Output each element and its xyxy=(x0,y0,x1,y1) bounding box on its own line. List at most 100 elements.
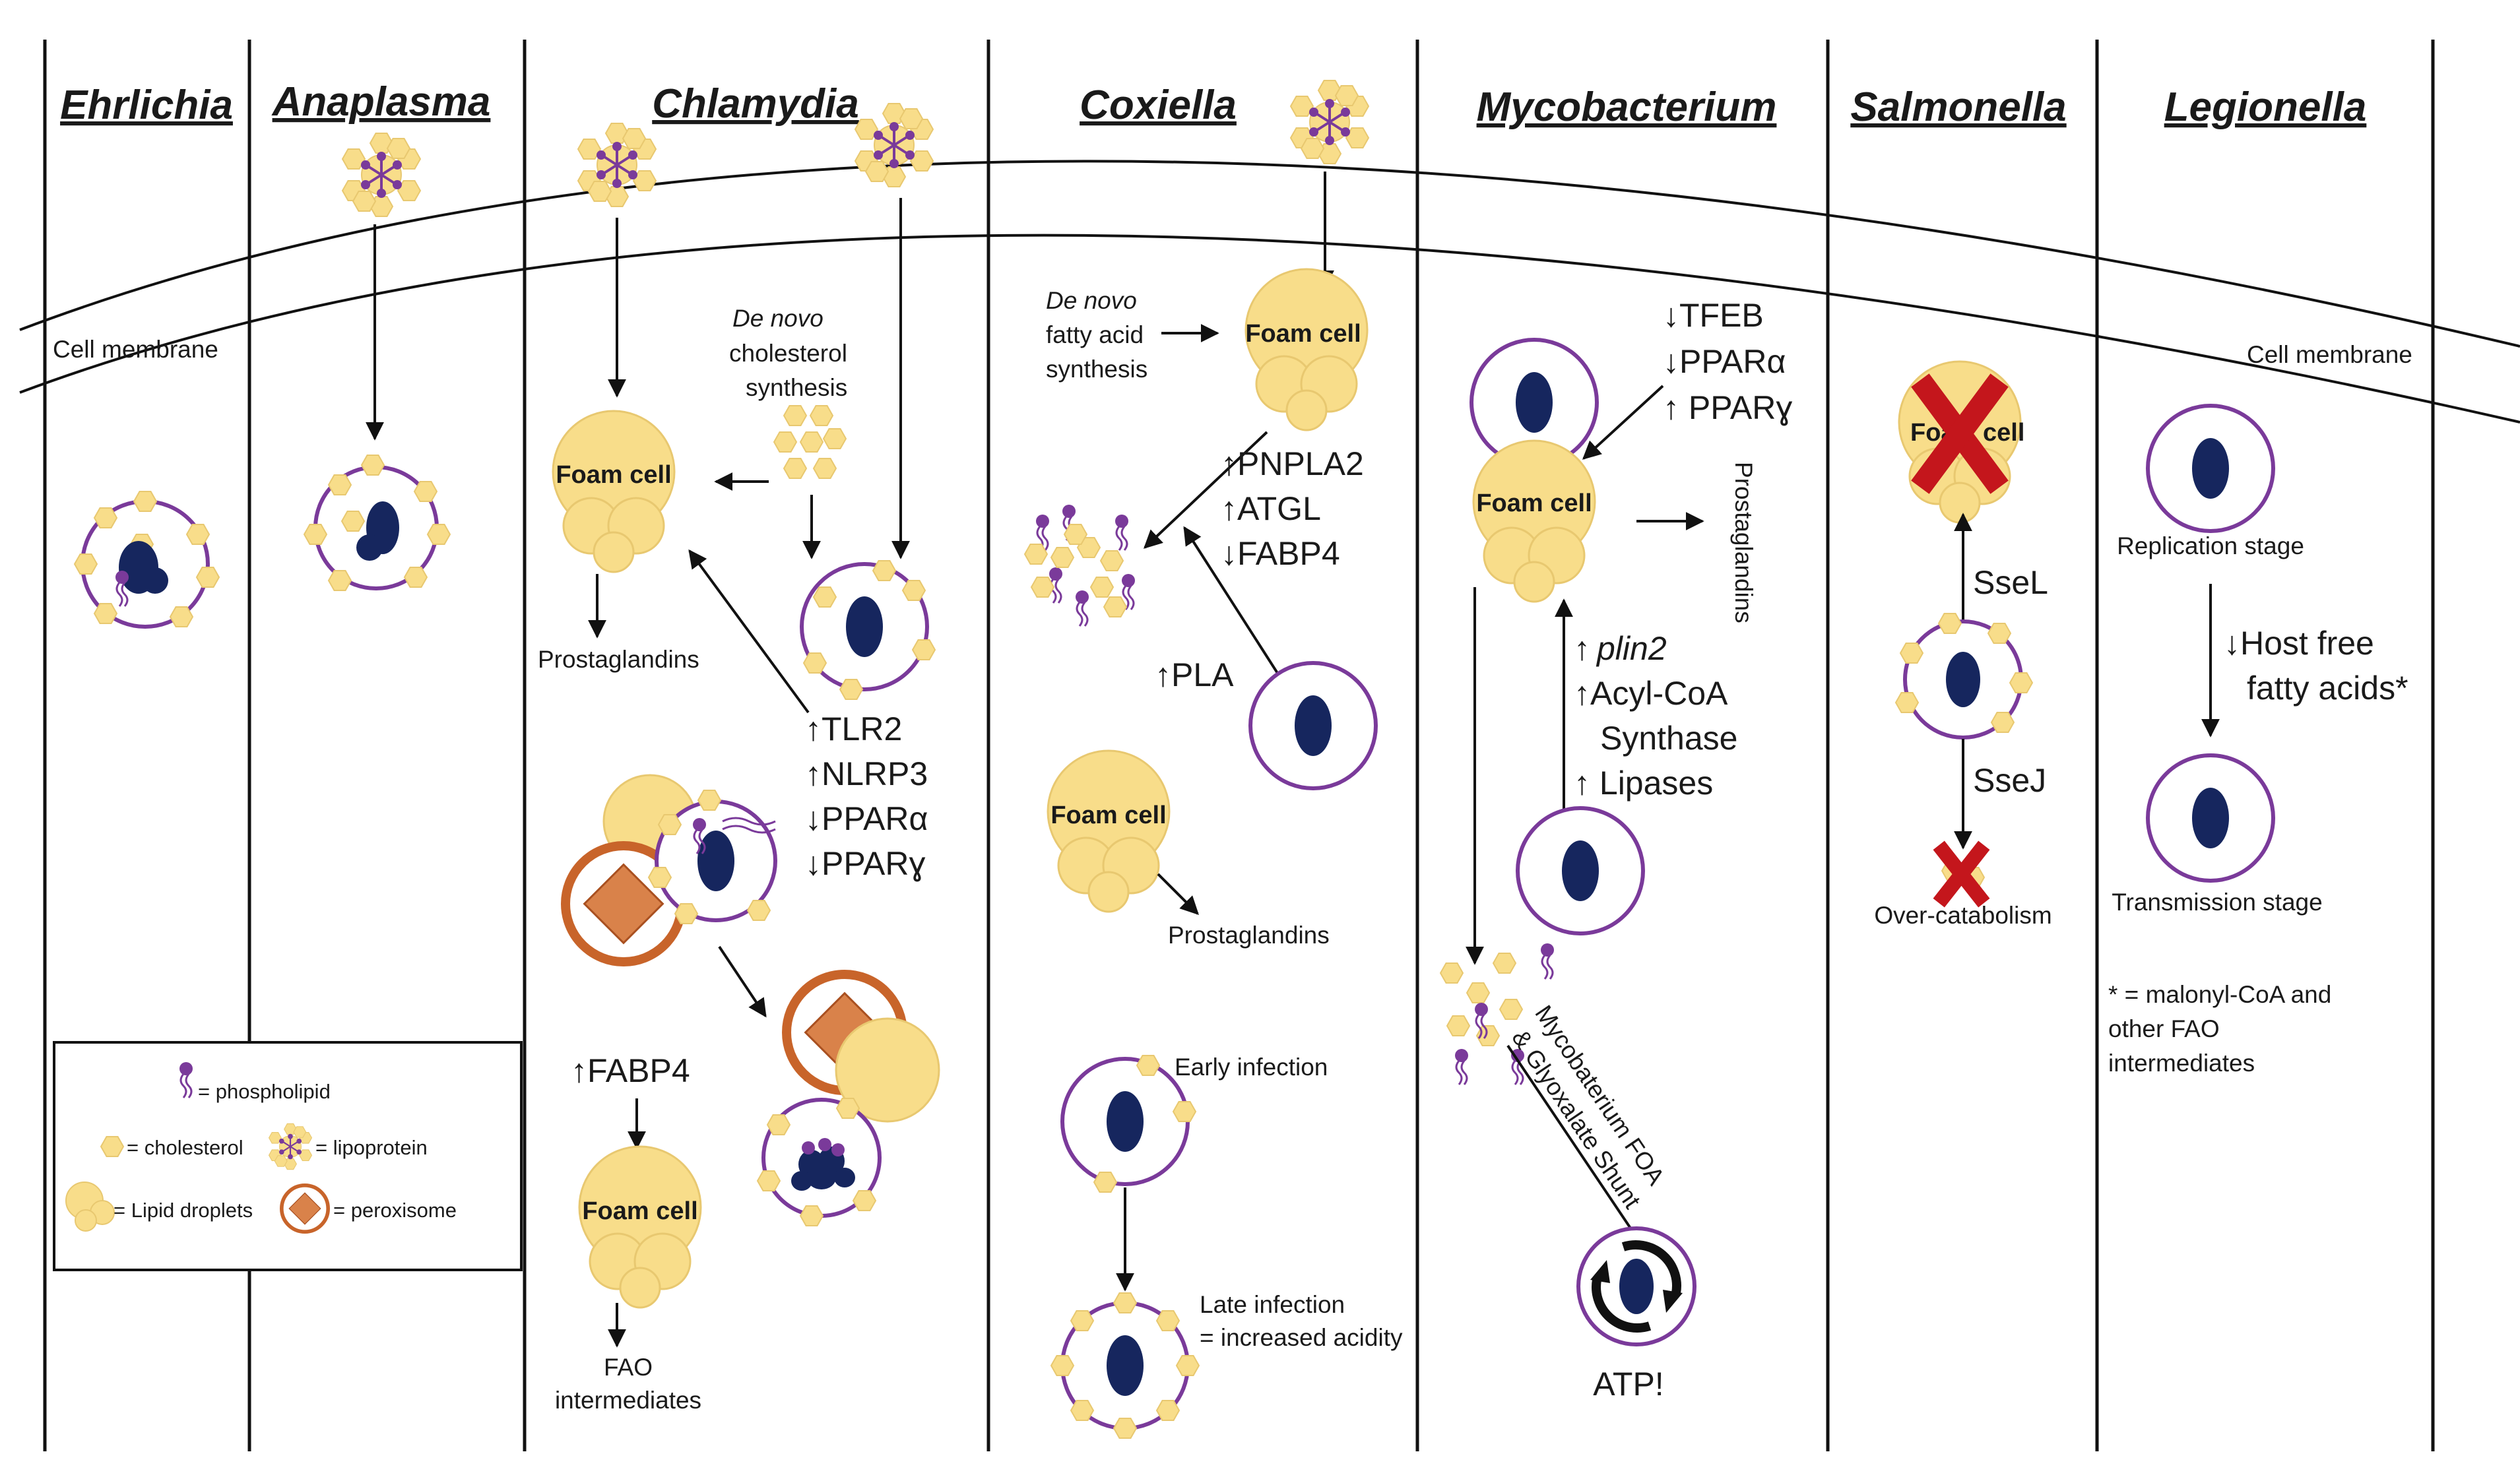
legend-cholesterol-label: = cholesterol xyxy=(127,1136,243,1159)
anaplasma-lipoprotein xyxy=(342,133,420,216)
legend-lipoprotein-label: = lipoprotein xyxy=(315,1136,428,1159)
salmonella-foam-label-b: cell xyxy=(1983,419,2024,447)
mycobacterium-atp-label: ATP! xyxy=(1593,1366,1664,1403)
coxiella-pla-label: ↑PLA xyxy=(1155,656,1234,693)
myco-marker-ppargamma: ↑ PPARɣ xyxy=(1663,389,1792,426)
coxiella-marker-atgl: ↑ATGL xyxy=(1221,490,1321,527)
chlamydia-droplet-peroxisome-group xyxy=(565,774,777,962)
mycobacterium-top-markers: ↓TFEB ↓PPARα ↑ PPARɣ xyxy=(1663,297,1792,426)
coxiella-marker-fabp4: ↓FABP4 xyxy=(1221,535,1340,572)
coxiella-marker-pnpla2: ↑PNPLA2 xyxy=(1221,445,1364,482)
coxiella-foam-to-prost-arrow xyxy=(1157,873,1199,915)
coxiella-late-label-2: = increased acidity xyxy=(1200,1324,1403,1351)
legionella-note-2: other FAO xyxy=(2108,1015,2220,1042)
legionella-transmission-vacuole xyxy=(2148,755,2273,881)
chlamydia-denovo-label: De novo xyxy=(732,305,824,332)
mycobacterium-vacuole-2 xyxy=(1518,808,1643,933)
legend-phospholipid-label: = phospholipid xyxy=(198,1080,331,1103)
legend-lipid-droplet-icon xyxy=(65,1182,115,1232)
coxiella-prostaglandins-label: Prostaglandins xyxy=(1168,922,1330,949)
chlamydia-fao-label: FAO xyxy=(604,1354,653,1381)
ehrlichia-infected-cell xyxy=(74,491,220,629)
coxiella-foam-cell-2 xyxy=(1047,749,1171,913)
mycobacterium-foam-cell xyxy=(1472,439,1596,603)
legend-peroxisome-label: = peroxisome xyxy=(333,1199,457,1222)
legend-lipid-droplets-label: = Lipid droplets xyxy=(113,1199,253,1222)
header-salmonella: Salmonella xyxy=(1850,84,2066,130)
chlamydia-lower-group xyxy=(757,974,940,1226)
myco-plin2-label: plin2 xyxy=(1596,630,1667,667)
chlamydia-marker-ppargamma: ↓PPARɣ xyxy=(805,845,926,882)
header-mycobacterium: Mycobacterium xyxy=(1477,84,1777,130)
coxiella-lipoprotein xyxy=(1291,80,1369,164)
myco-acylcoa-label: ↑Acyl-CoA xyxy=(1574,675,1728,712)
coxiella-foam-cell-2-label: Foam cell xyxy=(1050,802,1166,829)
salmonella-ssel-label: SseL xyxy=(1973,564,2048,601)
chlamydia-foam-cell-1 xyxy=(552,410,676,573)
chlamydia-vacuole-to-foam-arrow xyxy=(688,549,810,714)
chlamydia-cholesterol-cluster xyxy=(773,405,847,479)
legionella-transmission-label: Transmission stage xyxy=(2112,889,2322,916)
chlamydia-foam-cell-1-label: Foam cell xyxy=(556,461,671,489)
chlamydia-group-arrow xyxy=(718,945,767,1018)
legend-peroxisome-icon xyxy=(282,1185,328,1232)
header-coxiella: Coxiella xyxy=(1080,82,1237,128)
chlamydia-vacuole-1 xyxy=(802,560,936,700)
legend-cholesterol-icon xyxy=(100,1136,124,1157)
mycobacterium-prostaglandins-label: Prostaglandins xyxy=(1730,462,1757,623)
legionella-note-3: intermediates xyxy=(2108,1050,2255,1077)
chlamydia-synthesis-label: synthesis xyxy=(746,374,847,401)
coxiella-vacuole-1 xyxy=(1250,663,1376,788)
chlamydia-lipoprotein-1 xyxy=(578,123,656,206)
coxiella-foam-cell-1-label: Foam cell xyxy=(1245,320,1361,348)
chlamydia-markers: ↑TLR2 ↑NLRP3 ↓PPARα ↓PPARɣ xyxy=(805,710,928,882)
myco-fao-arrow xyxy=(1506,1044,1644,1249)
chlamydia-marker-pparalpha: ↓PPARα xyxy=(805,800,928,837)
mycobacterium-foam-cell-label: Foam cell xyxy=(1476,489,1592,517)
myco-synthase-label: Synthase xyxy=(1600,720,1737,757)
myco-marker-pparalpha: ↓PPARα xyxy=(1663,343,1786,380)
myco-marker-tfeb: ↓TFEB xyxy=(1663,297,1764,334)
legionella-host-label-2: fatty acids* xyxy=(2247,670,2408,707)
legionella-note-1: * = malonyl-CoA and xyxy=(2108,981,2331,1008)
legionella-replication-label: Replication stage xyxy=(2117,532,2304,559)
salmonella-x-mark-1 xyxy=(1911,373,2009,494)
coxiella-late-label-1: Late infection xyxy=(1200,1291,1345,1318)
chlamydia-marker-tlr2: ↑TLR2 xyxy=(805,710,902,747)
column-dividers xyxy=(43,40,2435,1451)
chlamydia-marker-nlrp3: ↑NLRP3 xyxy=(805,755,928,792)
coxiella-foam-cell-1 xyxy=(1244,268,1369,431)
myco-markers-arrow xyxy=(1582,385,1664,460)
legionella-host-label-1: ↓Host free xyxy=(2224,625,2374,662)
chlamydia-lipoprotein-2 xyxy=(855,104,933,187)
coxiella-denovo-label: De novo xyxy=(1046,287,1137,314)
chlamydia-foam-cell-2-label: Foam cell xyxy=(582,1197,697,1225)
salmonella-vacuole xyxy=(1895,613,2033,740)
coxiella-vacuole-to-lipids-arrow xyxy=(1183,526,1291,694)
coxiella-early-label: Early infection xyxy=(1175,1054,1328,1081)
coxiella-free-lipids xyxy=(1024,503,1136,627)
myco-plin2-arrow: ↑ xyxy=(1574,630,1590,667)
header-anaplasma: Anaplasma xyxy=(271,79,491,125)
salmonella-ssej-label: SseJ xyxy=(1973,762,2046,799)
legionella-replication-vacuole xyxy=(2148,406,2273,531)
salmonella-x-mark-2 xyxy=(1933,840,1990,908)
anaplasma-infected-cell xyxy=(304,455,451,591)
mycobacterium-atp-vacuole xyxy=(1576,1226,1696,1346)
header-chlamydia: Chlamydia xyxy=(652,81,859,127)
myco-lipases-label: ↑ Lipases xyxy=(1574,765,1713,802)
header-ehrlichia: Ehrlichia xyxy=(60,82,233,128)
chlamydia-cholesterol-label: cholesterol xyxy=(729,340,847,367)
chlamydia-intermediates-label: intermediates xyxy=(555,1387,701,1414)
cell-membrane xyxy=(19,160,2520,424)
cell-membrane-label-left: Cell membrane xyxy=(53,336,218,363)
coxiella-foam-to-lipids-arrow xyxy=(1143,431,1268,549)
cell-membrane-label-right: Cell membrane xyxy=(2247,341,2412,368)
coxiella-synthesis-label: synthesis xyxy=(1046,356,1147,383)
salmonella-over-catabolism-label: Over-catabolism xyxy=(1874,902,2052,929)
chlamydia-prostaglandins-label: Prostaglandins xyxy=(538,646,699,673)
coxiella-late-vacuole xyxy=(1050,1292,1200,1439)
legend: = phospholipid = cholesterol = lipoprote… xyxy=(53,1041,523,1271)
coxiella-markers: ↑PNPLA2 ↑ATGL ↓FABP4 xyxy=(1221,445,1364,572)
